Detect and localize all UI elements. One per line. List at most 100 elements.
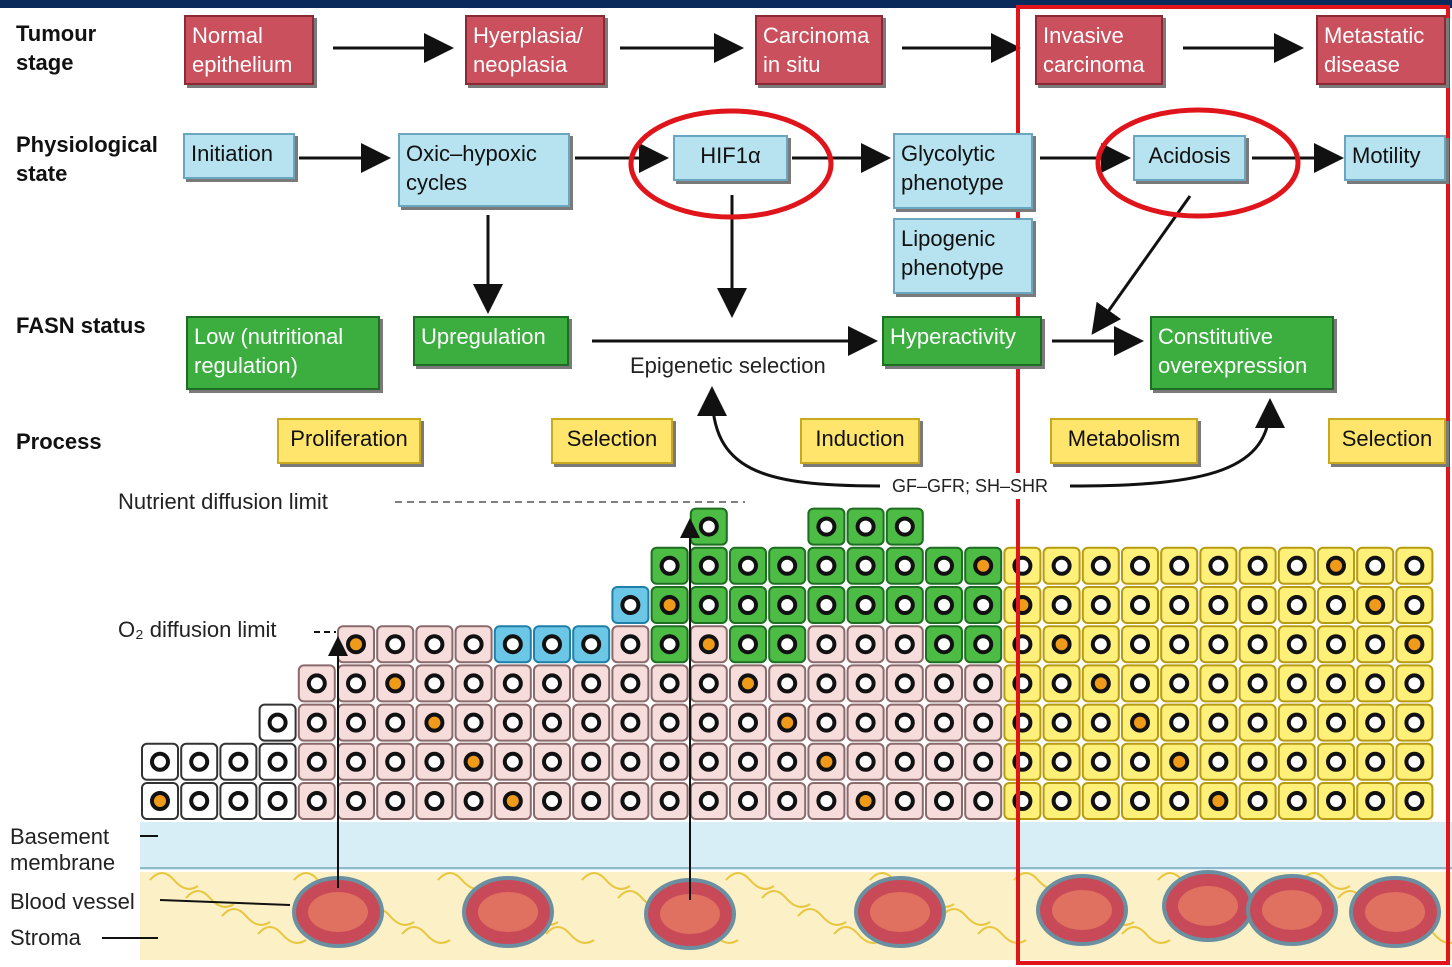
cell-nucleus: [659, 791, 680, 811]
cell-nucleus: [620, 712, 641, 733]
cell-nucleus: [855, 634, 876, 655]
cell-nucleus: [855, 555, 876, 576]
cell-nucleus: [385, 634, 406, 655]
stroma-label: Stroma: [10, 925, 81, 950]
cell-nucleus: [855, 751, 876, 772]
cell-nucleus: [228, 791, 249, 811]
stroma-fiber: [941, 908, 991, 926]
state-hif1a: HIF1α: [673, 135, 788, 181]
cell-nucleus: [698, 751, 719, 772]
cell-nucleus: [1286, 712, 1307, 733]
stage-normal-epithelium: Normal epithelium: [184, 15, 314, 85]
cell-nucleus: [1404, 673, 1425, 694]
cell-nucleus: [267, 712, 288, 733]
cell-nucleus: [502, 673, 523, 694]
cell-nucleus: [542, 751, 562, 772]
cell-nucleus: [581, 751, 602, 772]
cell-nucleus: [581, 712, 602, 733]
cell-nucleus: [1208, 791, 1229, 811]
cell-nucleus: [934, 595, 954, 615]
fasn-hyperactivity: Hyperactivity: [882, 316, 1042, 366]
cell-nucleus: [659, 634, 680, 655]
cell-nucleus: [1130, 595, 1150, 615]
cell-nucleus: [1404, 555, 1425, 576]
cell-nucleus: [1090, 555, 1111, 576]
cell-nucleus: [1169, 751, 1190, 772]
stroma-fiber: [401, 926, 451, 944]
o2-diffusion-limit-label: O₂ diffusion limit: [118, 617, 277, 642]
cell-nucleus: [1404, 634, 1425, 655]
cell-nucleus: [306, 673, 327, 694]
cell-nucleus: [855, 516, 876, 537]
cell-nucleus: [973, 673, 994, 694]
cell-nucleus: [973, 791, 994, 811]
cell-nucleus: [894, 673, 915, 694]
cell-nucleus: [620, 791, 641, 811]
cell-nucleus: [581, 634, 602, 655]
cell-nucleus: [424, 791, 445, 811]
cell-nucleus: [1365, 673, 1386, 694]
stroma-fiber: [185, 890, 235, 908]
cell-nucleus: [306, 712, 327, 733]
cell-nucleus: [1247, 712, 1268, 733]
cell-nucleus: [1130, 791, 1150, 811]
cell-nucleus: [542, 791, 562, 811]
cell-nucleus: [385, 673, 406, 694]
stroma-fiber: [1121, 926, 1171, 944]
red-blood-cell: [870, 892, 930, 932]
cell-nucleus: [620, 751, 641, 772]
cell-nucleus: [816, 634, 837, 655]
epithelial-cells: [141, 507, 1434, 820]
cell-nucleus: [189, 791, 210, 811]
red-blood-cell: [478, 892, 538, 932]
cell-nucleus: [1365, 751, 1386, 772]
process-induction: Induction: [800, 418, 920, 464]
cell-nucleus: [777, 751, 798, 772]
cell-nucleus: [738, 712, 758, 733]
cell-nucleus: [1169, 555, 1190, 576]
cell-nucleus: [150, 791, 170, 811]
cell-nucleus: [463, 751, 484, 772]
cell-nucleus: [542, 634, 562, 655]
cell-nucleus: [973, 634, 994, 655]
cell-nucleus: [385, 751, 406, 772]
state-lipogenic-phenotype: Lipogenic phenotype: [893, 218, 1033, 294]
cell-nucleus: [463, 634, 484, 655]
cell-nucleus: [1286, 751, 1307, 772]
cell-nucleus: [777, 595, 798, 615]
red-blood-cell: [1262, 890, 1322, 930]
cell-nucleus: [1169, 791, 1190, 811]
cell-nucleus: [1326, 595, 1346, 615]
cell-nucleus: [502, 712, 523, 733]
cell-nucleus: [581, 673, 602, 694]
cell-nucleus: [855, 712, 876, 733]
cell-nucleus: [424, 634, 445, 655]
cell-nucleus: [934, 712, 954, 733]
cell-nucleus: [1286, 791, 1307, 811]
cell-nucleus: [777, 634, 798, 655]
cell-nucleus: [1326, 791, 1346, 811]
cell-nucleus: [1404, 751, 1425, 772]
cell-nucleus: [894, 634, 915, 655]
state-oxic-hypoxic-cycles: Oxic–hypoxic cycles: [398, 133, 570, 207]
cell-nucleus: [894, 555, 915, 576]
cell-nucleus: [1247, 595, 1268, 615]
cell-nucleus: [1365, 712, 1386, 733]
cell-nucleus: [620, 673, 641, 694]
basement-membrane: [140, 822, 1452, 870]
cell-nucleus: [1286, 634, 1307, 655]
cell-nucleus: [1326, 712, 1346, 733]
red-blood-cell: [1178, 886, 1238, 926]
state-initiation: Initiation: [183, 133, 295, 179]
nutrient-diffusion-limit-label: Nutrient diffusion limit: [118, 489, 328, 514]
cell-nucleus: [1130, 555, 1150, 576]
cell-nucleus: [816, 751, 837, 772]
state-glycolytic-phenotype: Glycolytic phenotype: [893, 133, 1033, 209]
cell-nucleus: [306, 751, 327, 772]
top-banner: [0, 0, 1452, 8]
cell-nucleus: [1090, 673, 1111, 694]
cell-nucleus: [698, 712, 719, 733]
stroma-fiber: [761, 890, 811, 908]
stroma-fiber: [725, 872, 775, 890]
cell-nucleus: [1208, 555, 1229, 576]
